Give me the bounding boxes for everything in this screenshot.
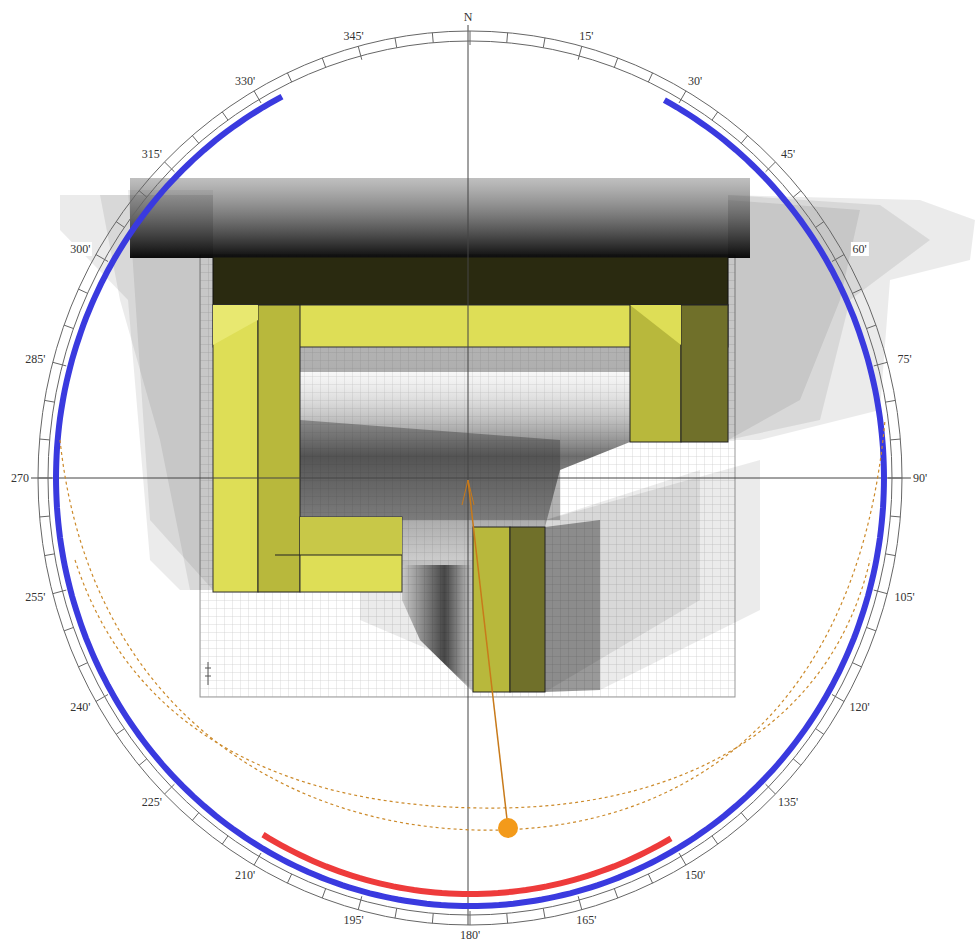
compass-tick <box>53 590 67 594</box>
compass-tick <box>886 400 896 402</box>
compass-tick <box>45 554 55 556</box>
bearing-label: 195' <box>341 913 365 927</box>
bearing-label: 345' <box>341 29 365 43</box>
bearing-label: 30' <box>686 74 704 88</box>
bearing-label: 15' <box>577 29 595 43</box>
compass-tick <box>322 889 325 898</box>
compass-tick <box>852 289 861 293</box>
compass-tick <box>470 31 471 45</box>
compass-tick <box>64 627 73 630</box>
bearing-label: 60' <box>851 242 869 256</box>
compass-tick <box>45 400 55 402</box>
compass-tick <box>648 874 652 883</box>
compass-tick <box>578 896 582 910</box>
compass-tick <box>648 73 652 82</box>
compass-tick <box>712 836 718 844</box>
compass-tick <box>78 663 87 667</box>
compass-tick <box>116 222 124 228</box>
compass-tick <box>432 33 434 43</box>
compass-tick <box>679 853 686 865</box>
bearing-label: 150' <box>683 868 707 882</box>
compass-tick <box>816 222 824 228</box>
compass-tick <box>470 911 471 925</box>
compass-tick <box>358 896 362 910</box>
compass-tick <box>40 516 50 518</box>
compass-tick <box>40 439 50 441</box>
compass-tick <box>165 784 175 794</box>
bearing-label: 135' <box>776 795 800 809</box>
compass-tick <box>888 478 902 479</box>
compass-tick <box>793 191 801 197</box>
compass-tick <box>254 853 261 865</box>
compass-tick <box>543 38 545 48</box>
compass-tick <box>741 136 747 144</box>
bearing-label: 315' <box>140 147 164 161</box>
compass-tick <box>192 136 198 144</box>
compass-tick <box>38 478 52 479</box>
compass-tick <box>395 908 397 918</box>
compass-tick <box>766 162 776 172</box>
compass-tick <box>395 38 397 48</box>
compass-tick <box>96 695 108 702</box>
compass-tick <box>832 695 844 702</box>
bearing-label: 255' <box>23 590 47 604</box>
compass-tick <box>712 112 718 120</box>
compass-tick <box>874 590 888 594</box>
compass-tick <box>78 289 87 293</box>
compass-tick <box>506 913 508 923</box>
compass-tick <box>322 58 325 67</box>
bearing-label: 240' <box>68 700 92 714</box>
bearing-label: 120' <box>848 700 872 714</box>
compass-tick <box>793 759 801 765</box>
compass-tick <box>890 516 900 518</box>
compass-tick <box>832 255 844 262</box>
compass-tick <box>432 913 434 923</box>
bearing-label: 270 <box>9 471 31 485</box>
bearing-label: 105' <box>893 590 917 604</box>
compass-tick <box>816 729 824 735</box>
compass-tick <box>614 889 617 898</box>
compass-tick <box>890 439 900 441</box>
compass-tick <box>139 759 147 765</box>
bearing-label: 285' <box>23 352 47 366</box>
compass-tick <box>287 874 291 883</box>
bearing-label: 210' <box>233 868 257 882</box>
compass-tick <box>64 325 73 328</box>
north-label: N <box>462 10 475 24</box>
compass-tick <box>222 836 228 844</box>
bearing-label: 90' <box>911 471 929 485</box>
bearing-label: 45' <box>779 147 797 161</box>
bearing-label: 225' <box>140 795 164 809</box>
compass-tick <box>222 112 228 120</box>
compass-tick <box>543 908 545 918</box>
compass-tick <box>852 663 861 667</box>
compass-tick <box>578 46 582 60</box>
compass-tick <box>165 162 175 172</box>
compass-tick <box>116 729 124 735</box>
bearing-label: 165' <box>574 913 598 927</box>
compass-tick <box>287 73 291 82</box>
bearing-label: 300' <box>68 242 92 256</box>
bearing-label: 180' <box>458 928 482 942</box>
compass-tick <box>874 362 888 366</box>
compass-tick <box>886 554 896 556</box>
bearing-label: 330' <box>233 74 257 88</box>
compass-tick <box>614 58 617 67</box>
compass-tick <box>139 191 147 197</box>
compass-tick <box>358 46 362 60</box>
compass-tick <box>96 255 108 262</box>
compass-tick <box>741 813 747 821</box>
compass-tick <box>53 362 67 366</box>
compass-tick <box>506 33 508 43</box>
compass-tick <box>254 91 261 103</box>
compass-tick <box>867 325 876 328</box>
compass-tick <box>192 813 198 821</box>
bearing-label: 75' <box>896 352 914 366</box>
compass-tick <box>679 91 686 103</box>
compass-tick <box>766 784 776 794</box>
compass-tick <box>867 627 876 630</box>
